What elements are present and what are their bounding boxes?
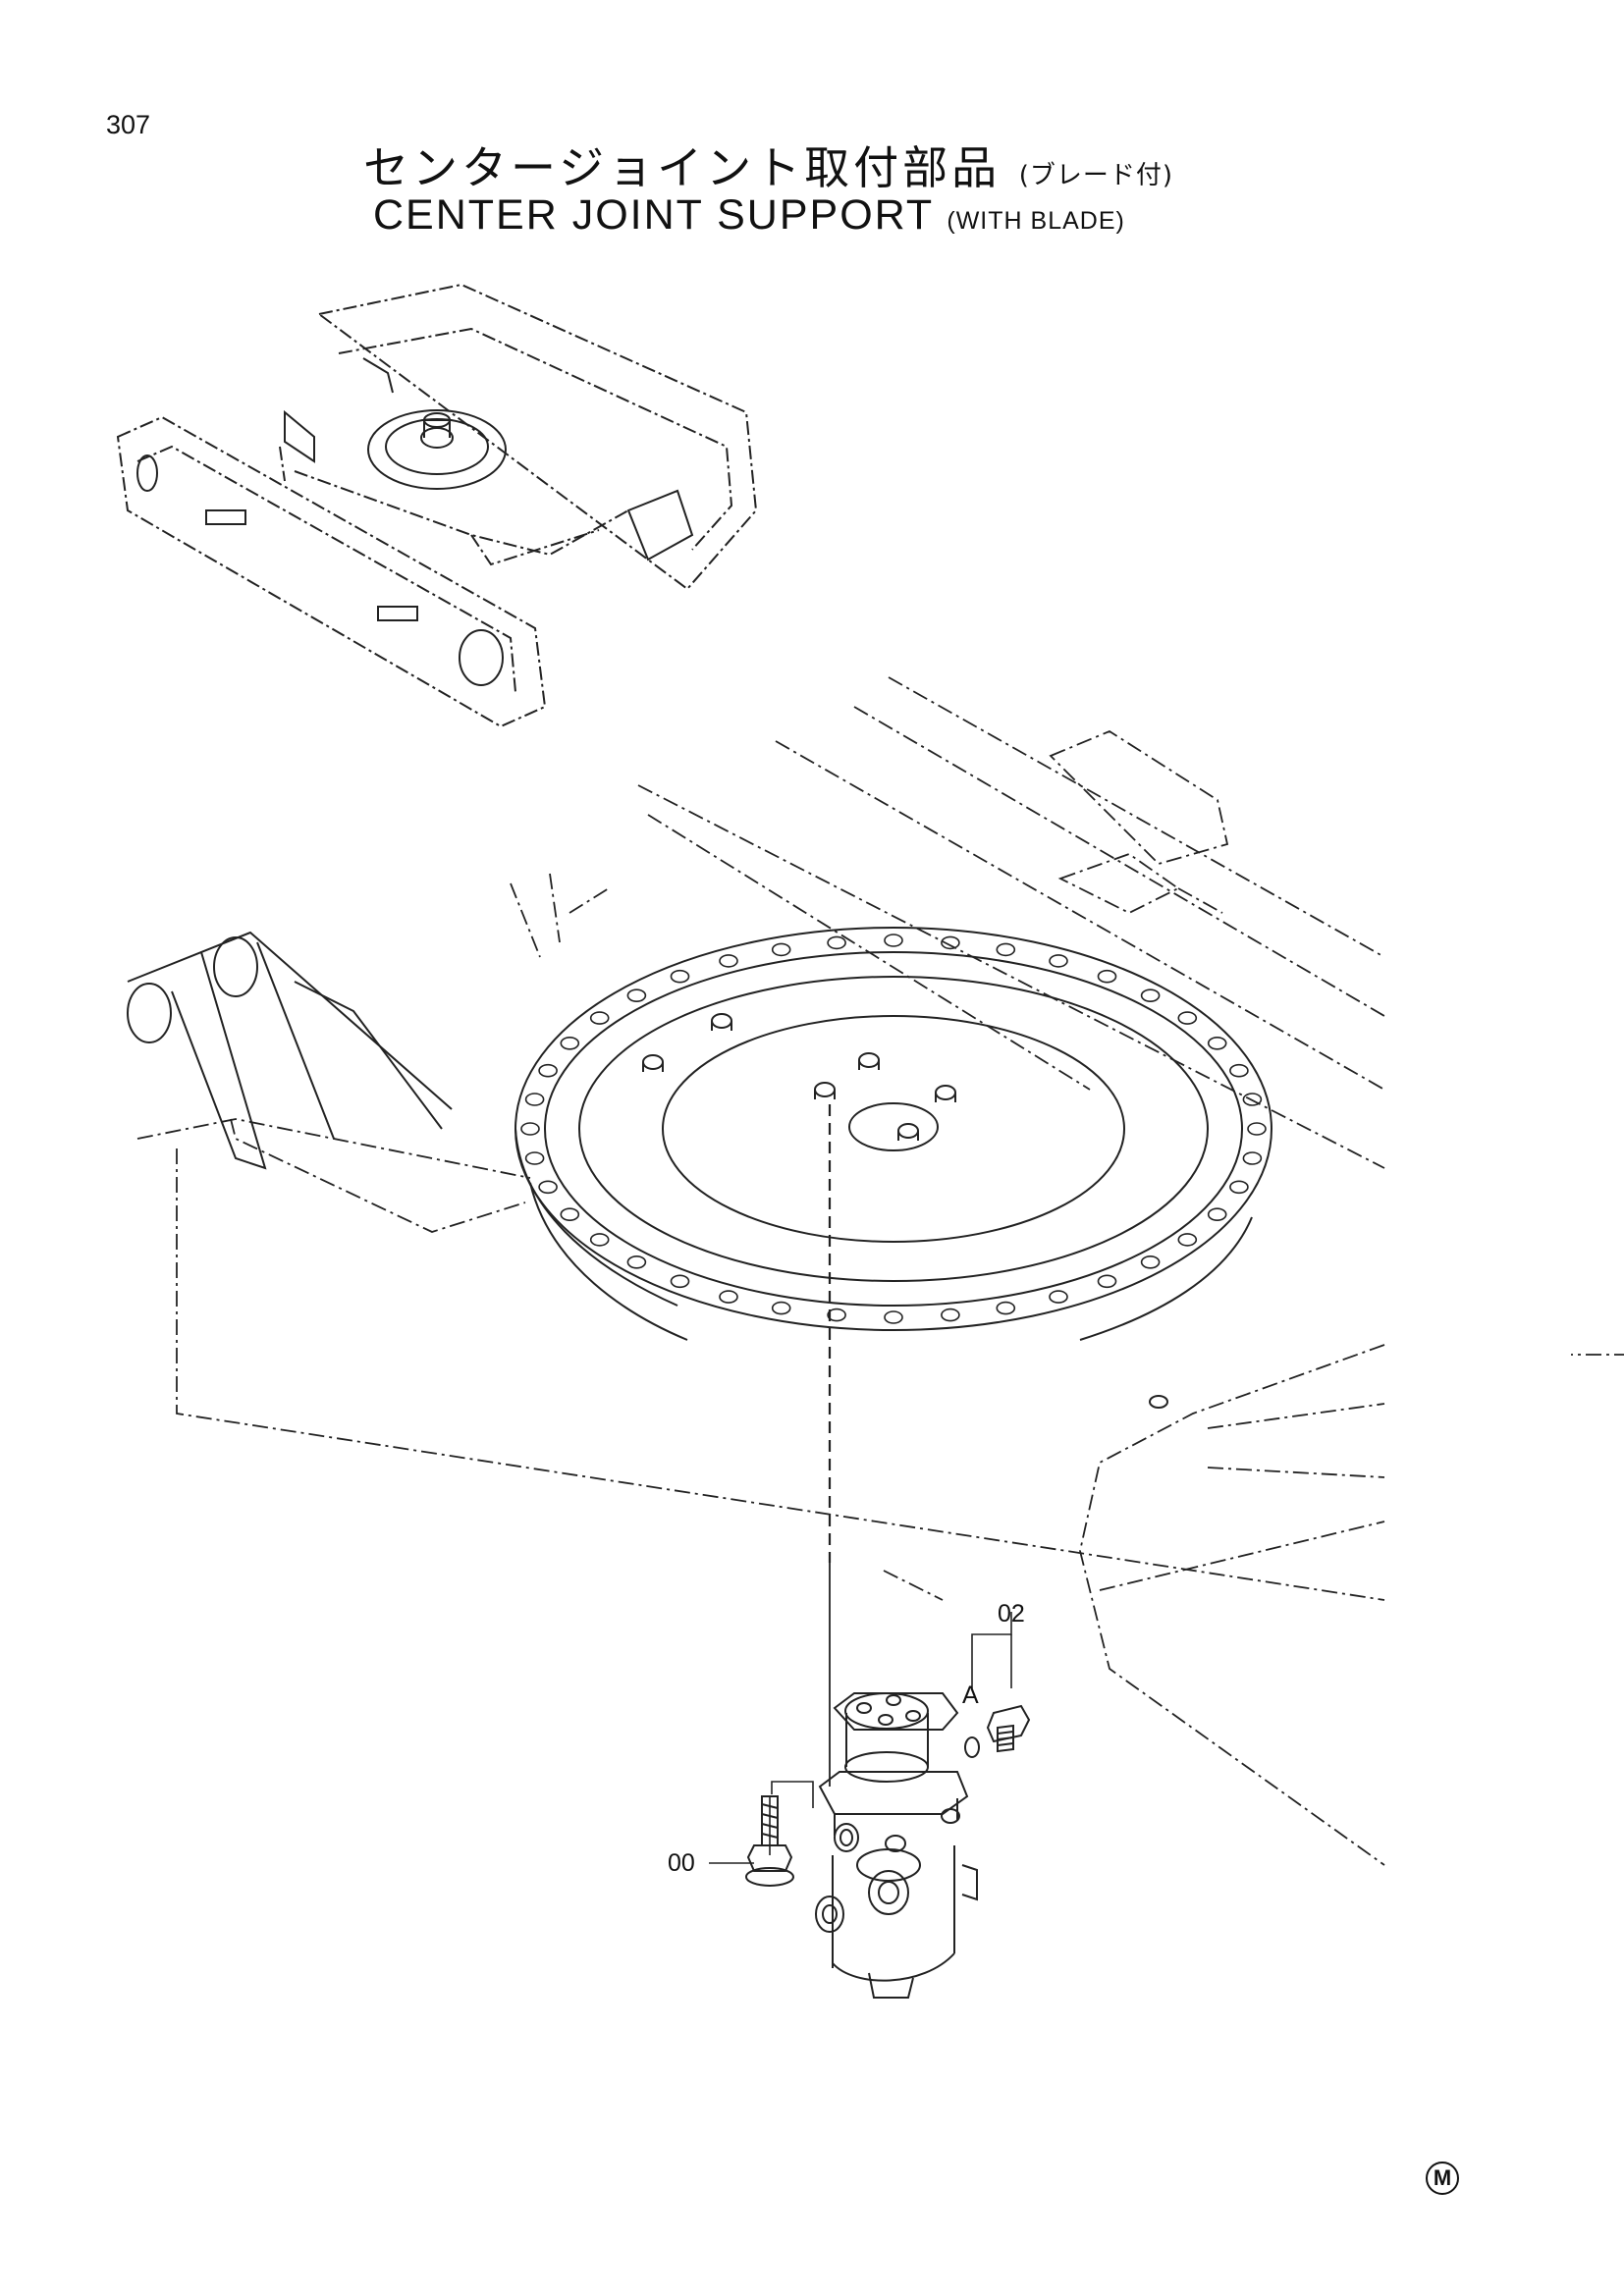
- bolt-hole: [1242, 1093, 1263, 1106]
- callout-02: 02: [998, 1600, 1025, 1628]
- undercarriage-track-details: [136, 357, 694, 686]
- bolt-hole: [771, 942, 791, 957]
- bolt-hole: [996, 942, 1016, 957]
- bolt-hole: [1140, 1255, 1161, 1269]
- bolt-hole: [626, 988, 647, 1003]
- swing-ring: [514, 927, 1272, 1341]
- bolt-hole: [941, 935, 960, 950]
- bolt-hole: [524, 1151, 545, 1165]
- bolt-hole: [560, 1037, 580, 1050]
- bolt-hole: [1242, 1151, 1263, 1165]
- bolt-hole: [1097, 1274, 1117, 1289]
- o-ring: [964, 1736, 980, 1758]
- turntable-pins: [642, 1013, 1168, 1409]
- undercarriage-center-joint: [367, 409, 507, 490]
- bolt-hole: [538, 1063, 558, 1078]
- bolt-hole: [670, 1274, 690, 1289]
- title-en-sub: (WITH BLADE): [947, 207, 1125, 235]
- main-frame-outline: [136, 676, 1624, 1866]
- bolt-hole: [524, 1093, 545, 1106]
- bolt-hole: [1177, 1233, 1198, 1247]
- bolt-hole: [1247, 1122, 1267, 1136]
- title-ja-sub: (ブレード付): [1018, 161, 1174, 190]
- bolt-hole: [1097, 969, 1117, 984]
- undercarriage-overview: [116, 283, 758, 728]
- mounting-bolt: [745, 1795, 794, 1887]
- bolt-hole: [884, 934, 903, 947]
- bolt-hole: [1207, 1207, 1227, 1221]
- bolt-hole: [719, 954, 738, 968]
- bolt-hole: [589, 1011, 610, 1025]
- page-title-ja: センタージョイント取付部品 (ブレード付): [363, 133, 1173, 197]
- page-number: 307: [106, 110, 151, 139]
- bolt-hole: [996, 1301, 1016, 1315]
- bolt-hole: [941, 1308, 960, 1322]
- bolt-hole: [884, 1310, 903, 1324]
- bolt-hole: [1229, 1180, 1249, 1195]
- bolt-hole: [771, 1301, 791, 1315]
- bolt-hole: [1049, 954, 1068, 968]
- title-ja-main: センタージョイント取付部品: [363, 141, 1001, 194]
- bolt-hole: [560, 1207, 580, 1221]
- bolt-hole: [1177, 1011, 1198, 1025]
- title-en-main: CENTER JOINT SUPPORT: [373, 191, 934, 239]
- bolt-hole: [626, 1255, 647, 1269]
- callout-00: 00: [668, 1849, 695, 1877]
- center-joint: [815, 1692, 978, 1999]
- swing-ring-bolt-holes: [520, 934, 1267, 1324]
- bolt-hole: [589, 1233, 610, 1247]
- callout-brackets: [771, 1612, 1012, 1808]
- bolt-hole: [670, 969, 690, 984]
- fitting-plug: [986, 1704, 1031, 1753]
- bolt-hole: [1229, 1063, 1249, 1078]
- blade-bracket: [127, 931, 453, 1170]
- footer-mark: M: [1426, 2162, 1459, 2195]
- bolt-hole: [827, 1308, 846, 1322]
- bolt-hole: [719, 1290, 738, 1304]
- page-title-en: CENTER JOINT SUPPORT (WITH BLADE): [373, 191, 1125, 240]
- bolt-hole: [827, 935, 846, 950]
- callout-A: A: [962, 1682, 979, 1709]
- bolt-hole: [1049, 1290, 1068, 1304]
- bolt-hole: [538, 1180, 558, 1195]
- bolt-hole: [520, 1122, 540, 1136]
- bolt-hole: [1207, 1037, 1227, 1050]
- bolt-hole: [1140, 988, 1161, 1003]
